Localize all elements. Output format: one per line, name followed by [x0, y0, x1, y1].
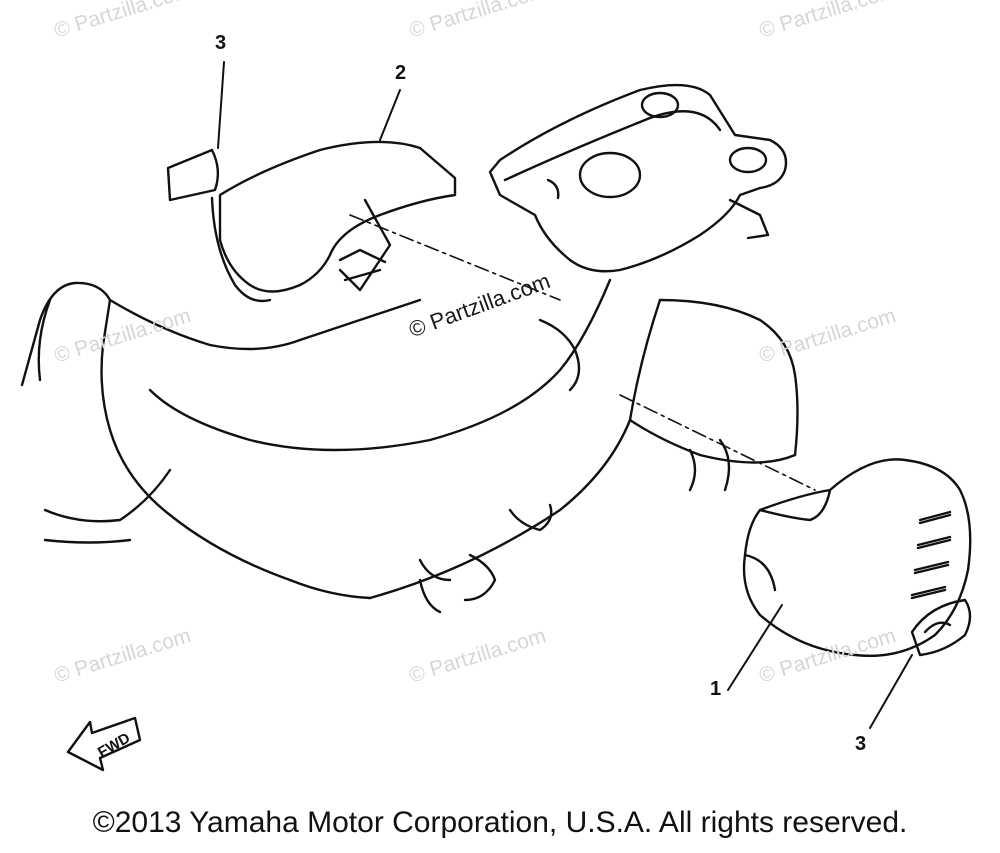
frame-body-drawing	[20, 278, 799, 614]
meter-housing-drawing	[488, 83, 788, 273]
part-3-emblem-bottom-drawing	[910, 598, 972, 657]
callout-part-3-bottom: 3	[855, 733, 867, 755]
assembly-lines	[349, 214, 816, 491]
part-3-decal-top-drawing	[166, 148, 220, 202]
callout-part-1: 1	[710, 678, 722, 700]
callout-part-2: 2	[395, 62, 407, 84]
callout-part-3-top: 3	[215, 32, 227, 54]
fwd-arrow-drawing	[66, 716, 142, 772]
copyright-footer: ©2013 Yamaha Motor Corporation, U.S.A. A…	[92, 806, 908, 839]
leader-lines	[217, 61, 913, 729]
part-2-cover-drawing	[210, 140, 457, 303]
part-1-cover-drawing	[742, 458, 972, 657]
